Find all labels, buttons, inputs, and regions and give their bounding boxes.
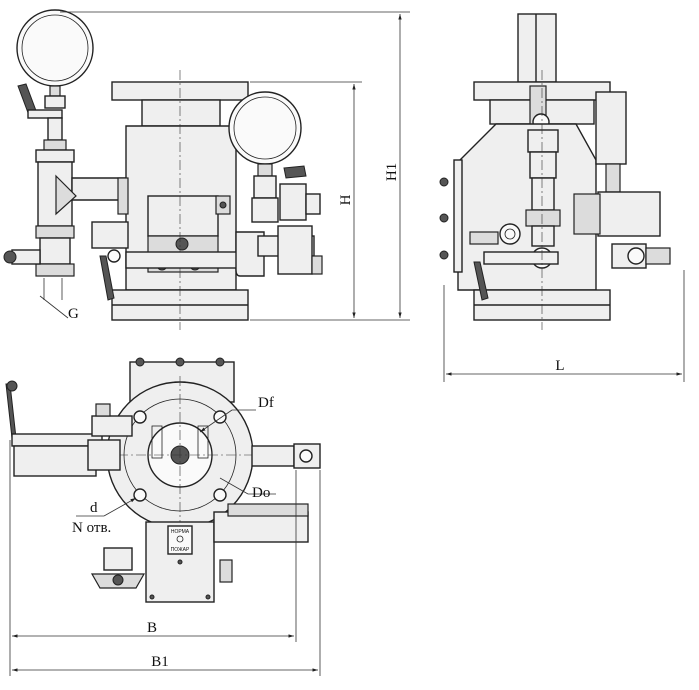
label-g: G <box>68 306 79 322</box>
dimension-g: G <box>39 278 79 322</box>
nameplate-norm: НОРМА <box>171 529 190 535</box>
label-b: B <box>147 620 157 636</box>
left-pipe-tee <box>3 149 127 277</box>
front-view: H1 H G <box>3 9 410 330</box>
label-l: L <box>555 358 564 374</box>
dimension-h1: H1 <box>60 11 410 321</box>
dimension-b1: B1 <box>12 470 321 676</box>
label-d: d <box>90 500 98 516</box>
dimension-l: L <box>443 270 685 382</box>
dimension-h: H <box>250 81 362 318</box>
nameplate-fire: ПОЖАР <box>171 547 190 553</box>
pressure-gauge-left <box>16 9 94 151</box>
label-do: Do <box>252 485 270 501</box>
front-main-body <box>111 70 249 330</box>
top-view: НОРМА ПОЖАР Df Do d N отв. B <box>5 357 321 676</box>
label-df: Df <box>258 395 274 411</box>
label-n-holes: N отв. <box>72 520 111 536</box>
dimension-b: B <box>9 440 297 676</box>
pressure-gauge-right <box>228 91 323 277</box>
label-h1: H1 <box>384 163 400 181</box>
label-h: H <box>338 194 354 205</box>
front-lower-valve <box>91 221 247 301</box>
side-view: L <box>439 13 685 382</box>
label-b1: B1 <box>151 654 169 670</box>
